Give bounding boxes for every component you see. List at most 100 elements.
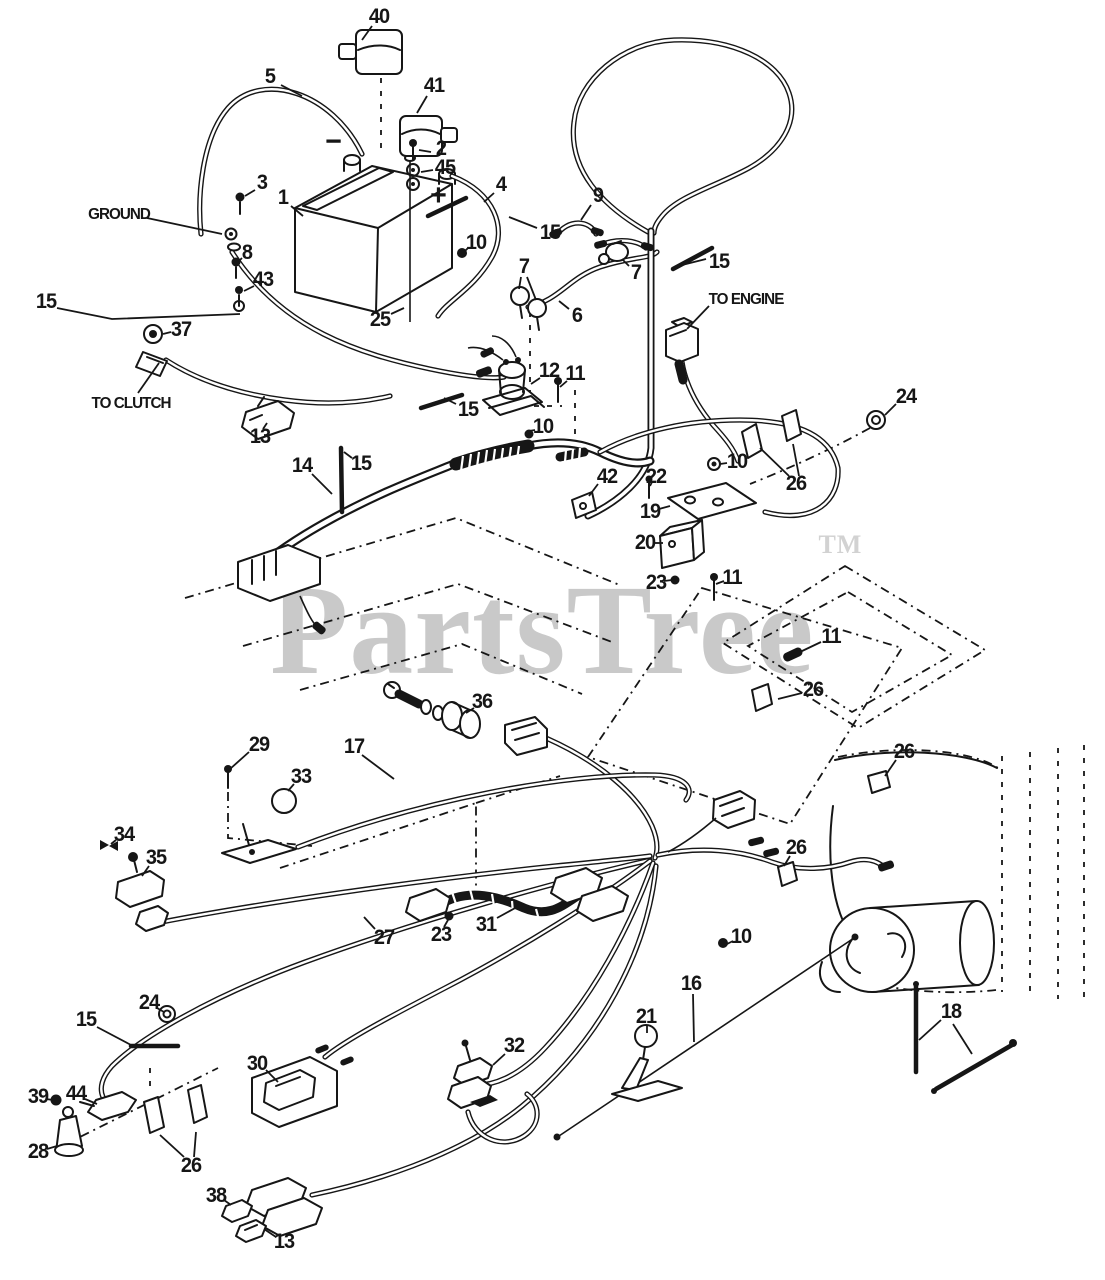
leader-line	[96, 1026, 132, 1046]
leader-line	[492, 1053, 506, 1066]
leader-line	[223, 1199, 232, 1206]
terminal-cover-41	[399, 115, 458, 157]
leader-line	[56, 307, 241, 320]
terminal-cover-40	[338, 29, 403, 75]
leader-line	[416, 95, 428, 114]
key-switch-36	[383, 681, 548, 756]
leader-line	[463, 247, 469, 253]
bolt-43	[235, 286, 243, 294]
leader-line	[518, 276, 522, 290]
leader-line	[137, 362, 160, 394]
leader-line	[110, 839, 117, 845]
leader-line	[156, 1007, 165, 1013]
cable-16	[555, 937, 855, 1139]
leader-line	[496, 906, 518, 919]
leader-line	[884, 403, 897, 416]
leader-line	[45, 1098, 54, 1101]
leader-line	[244, 189, 256, 197]
leader-line	[952, 1023, 973, 1055]
leader-line	[287, 783, 295, 792]
leader-line	[726, 940, 734, 945]
leader-line	[418, 149, 432, 153]
clip-42	[579, 502, 587, 510]
leader-line	[508, 216, 538, 229]
grommet-33	[271, 788, 297, 814]
post-28	[62, 1106, 74, 1118]
leader-line	[884, 759, 897, 777]
leader-line	[658, 505, 671, 510]
watermark-tm-mark: TM	[818, 530, 863, 560]
nut-39	[50, 1094, 62, 1106]
engine-block	[819, 745, 1085, 1002]
leader-line	[311, 473, 333, 495]
leader-line	[526, 276, 537, 301]
leader-line	[290, 205, 304, 217]
leader-line	[483, 192, 495, 203]
leader-line	[530, 377, 541, 385]
small-terminals-top	[457, 227, 654, 331]
bottom-connectors	[221, 1177, 323, 1243]
screw-23	[444, 911, 454, 921]
screw-22	[645, 475, 653, 483]
leader-line	[528, 429, 536, 432]
harness-coil	[449, 439, 589, 472]
connector-14	[237, 544, 326, 635]
plate-19-switch-20	[645, 457, 803, 662]
clutch-connector	[135, 324, 168, 377]
leader-line	[558, 300, 570, 310]
leader-line	[361, 25, 373, 41]
leader-line	[162, 331, 172, 335]
cable-clips	[143, 409, 891, 1134]
leader-line	[193, 1131, 197, 1158]
screw-2-washers-45	[406, 139, 420, 191]
battery	[294, 154, 456, 322]
leader-line	[146, 217, 223, 235]
plug-13	[235, 1219, 267, 1243]
clamp-24	[162, 1009, 172, 1019]
nut-10	[718, 938, 728, 948]
lever-bracket-33	[221, 765, 297, 864]
leader-lines	[45, 25, 973, 1238]
terminal-44	[87, 1091, 137, 1121]
leader-line	[559, 380, 568, 388]
leader-line	[159, 1134, 185, 1158]
leader-line	[692, 993, 695, 1043]
leader-line	[262, 422, 268, 430]
battery-neg-terminal	[343, 154, 361, 166]
leader-line	[580, 204, 592, 221]
leader-line	[280, 84, 303, 97]
plug-38	[221, 1199, 253, 1223]
bolt-8	[231, 257, 241, 267]
leader-line	[663, 579, 673, 582]
harness-wires	[101, 40, 884, 1195]
leader-line	[343, 451, 353, 459]
clamp-24	[871, 415, 881, 425]
terminal-11	[783, 647, 803, 662]
leader-line	[677, 258, 707, 267]
leader-line	[918, 1019, 942, 1041]
engine-connector	[665, 317, 699, 385]
leader-line	[719, 462, 728, 465]
leader-line	[686, 305, 710, 330]
switch-35	[100, 840, 169, 932]
leader-line	[715, 580, 725, 585]
leader-line	[243, 285, 255, 292]
leader-line	[141, 865, 150, 877]
leader-line	[588, 483, 599, 497]
leader-line	[46, 1145, 58, 1150]
leader-line	[265, 1069, 279, 1083]
leader-line	[229, 751, 250, 770]
bolt-3	[235, 192, 245, 202]
bottom-left-terminals	[50, 1091, 137, 1157]
leader-line	[783, 855, 791, 867]
leader-line	[443, 397, 457, 405]
connector-13-upper	[241, 396, 295, 440]
leader-line	[361, 754, 395, 780]
leader-line	[465, 707, 475, 714]
leader-line	[621, 258, 630, 267]
leader-line	[443, 919, 449, 928]
leader-line	[263, 1228, 277, 1238]
leader-line	[759, 447, 790, 477]
ground-hardware	[224, 192, 245, 312]
